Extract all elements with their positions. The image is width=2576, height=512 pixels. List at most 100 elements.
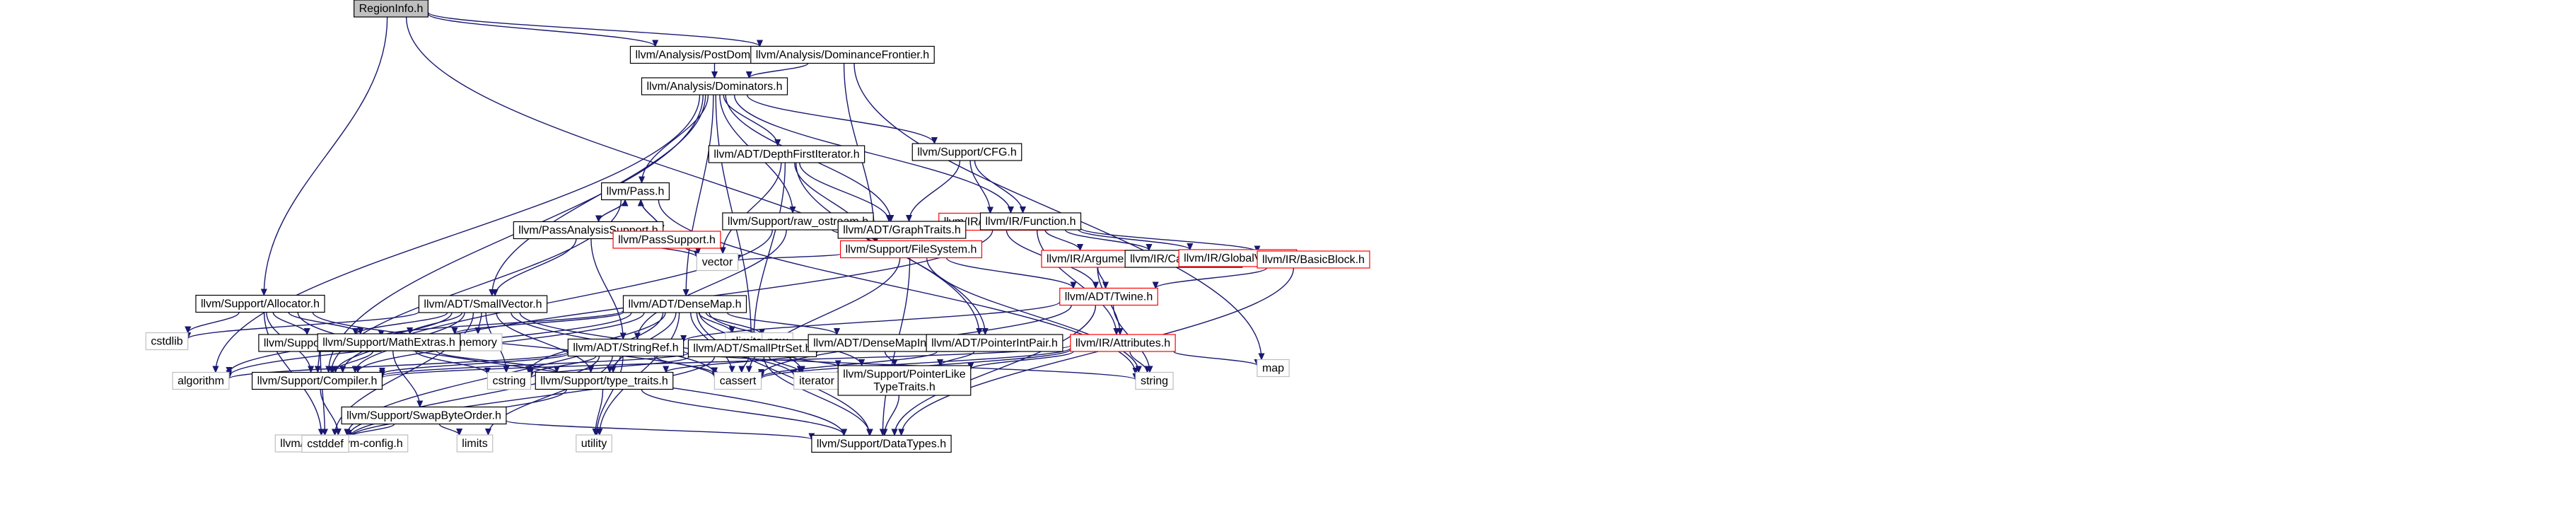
node-label: llvm/Support/SwapByteOrder.h <box>346 410 501 422</box>
node-basicblock[interactable]: llvm/IR/BasicBlock.h <box>1257 250 1370 269</box>
node-twine[interactable]: llvm/ADT/Twine.h <box>1059 287 1158 306</box>
node-allocator[interactable]: llvm/Support/Allocator.h <box>195 294 325 313</box>
node-reginfo[interactable]: RegionInfo.h <box>354 0 429 18</box>
node-box <box>622 295 747 313</box>
edge-smallptrset-to-datatypes <box>763 356 870 436</box>
node-cfg[interactable]: llvm/Support/CFG.h <box>911 143 1022 161</box>
edge-filesystem-to-twine <box>945 257 1073 289</box>
node-box <box>317 333 461 351</box>
edge-attributes-to-string <box>1129 351 1148 373</box>
node-stringref[interactable]: llvm/ADT/StringRef.h <box>567 338 684 357</box>
node-attributes[interactable]: llvm/IR/Attributes.h <box>1070 334 1176 352</box>
edge-attributes-to-pointerliketypetraits <box>971 351 1074 369</box>
edge-pointerliketypetraits-to-datatypes <box>885 395 900 436</box>
edge-passanalysis-to-stringref <box>590 238 623 339</box>
edge-dominators-to-cfg <box>746 94 935 144</box>
node-filesystem[interactable]: llvm/Support/FileSystem.h <box>839 240 983 259</box>
edge-passanalysis-to-smallvector <box>495 238 577 296</box>
edge-dominators-to-algorithm <box>216 94 701 373</box>
edge-smallvector-to-typetraits <box>496 312 591 373</box>
node-box <box>708 145 866 163</box>
node-box <box>1257 359 1290 378</box>
node-cassert[interactable]: cassert <box>713 371 762 390</box>
node-label: llvm/Analysis/DominanceFrontier.h <box>756 50 929 62</box>
node-passsupport[interactable]: llvm/PassSupport.h <box>612 231 721 249</box>
edge-cfg-to-graphtraits <box>909 160 961 221</box>
edge-function-to-globalvalue <box>1078 229 1190 250</box>
node-densemap[interactable]: llvm/ADT/DenseMap.h <box>622 295 747 313</box>
edge-attributes-to-map <box>1173 351 1257 366</box>
node-label: llvm/IR/Argument.h <box>1047 253 1143 265</box>
node-box <box>251 371 383 390</box>
node-box <box>301 434 349 453</box>
node-pointerintpair[interactable]: llvm/ADT/PointerIntPair.h <box>926 334 1063 352</box>
node-limits[interactable]: limits <box>456 434 494 453</box>
node-box <box>687 339 817 358</box>
edge-function-to-attributes <box>1036 229 1117 334</box>
node-mathextras[interactable]: llvm/Support/MathExtras.h <box>317 333 461 351</box>
node-label: iterator <box>799 376 834 388</box>
node-label: llvm/ADT/StringRef.h <box>573 342 678 354</box>
node-label: llvm/ADT/Twine.h <box>1065 291 1153 303</box>
node-function[interactable]: llvm/IR/Function.h <box>979 212 1082 231</box>
node-label: llvm/ADT/DenseMapInfo.h <box>813 337 945 349</box>
node-utility[interactable]: utility <box>576 434 612 453</box>
node-label: llvm/IR/Function.h <box>985 216 1076 228</box>
node-cstddef[interactable]: cstddef <box>301 434 349 453</box>
edge-function-to-argument <box>1044 229 1080 250</box>
node-graphtraits[interactable]: llvm/ADT/GraphTraits.h <box>837 221 967 239</box>
node-label: llvm/Support/DataTypes.h <box>817 438 946 450</box>
node-label: llvm/Support/FileSystem.h <box>846 244 977 256</box>
node-box <box>713 371 762 390</box>
edge-stringref-to-typetraits <box>610 356 621 373</box>
node-box <box>354 0 429 18</box>
edge-twine-to-datatypes <box>894 305 1097 436</box>
edge-allocator-to-cstdlib <box>188 312 240 333</box>
edge-dominators-to-densemap <box>686 94 714 296</box>
node-vector[interactable]: vector <box>696 252 739 272</box>
node-dominators[interactable]: llvm/Analysis/Dominators.h <box>641 77 788 95</box>
node-box <box>811 434 952 453</box>
edge-typetraits-to-utility <box>595 389 604 436</box>
edge-reginfo-to-allocator <box>264 16 388 296</box>
node-compiler[interactable]: llvm/Support/Compiler.h <box>251 371 383 390</box>
node-box <box>456 434 494 453</box>
edge-smallptrset-to-cstddef <box>349 356 716 439</box>
node-depthfirst[interactable]: llvm/ADT/DepthFirstIterator.h <box>708 145 866 163</box>
node-pass[interactable]: llvm/Pass.h <box>601 182 670 201</box>
node-box <box>1257 250 1370 269</box>
node-swapbyteorder[interactable]: llvm/Support/SwapByteOrder.h <box>341 406 507 425</box>
node-box <box>837 221 967 239</box>
edge-cfg-to-instrtypes <box>969 160 990 214</box>
node-smallvector[interactable]: llvm/ADT/SmallVector.h <box>418 295 548 313</box>
node-cstdlib[interactable]: cstdlib <box>145 332 189 351</box>
edge-alignof-to-compiler <box>317 351 319 373</box>
node-label: RegionInfo.h <box>359 3 424 15</box>
node-box <box>418 295 548 313</box>
node-label: limits <box>462 438 487 450</box>
node-label: llvm/PassSupport.h <box>618 234 716 246</box>
node-box <box>839 240 983 259</box>
node-label: string <box>1141 376 1168 388</box>
nodes-layer: RegionInfo.hllvm/Analysis/PostDominators… <box>145 0 1370 453</box>
edge-basicblock-to-twine <box>1155 267 1268 289</box>
edge-allocator-to-alignof <box>272 312 307 335</box>
node-typetraits[interactable]: llvm/Support/type_traits.h <box>535 371 674 390</box>
node-domfront[interactable]: llvm/Analysis/DominanceFrontier.h <box>750 45 935 64</box>
node-label: cassert <box>720 376 757 388</box>
node-string[interactable]: string <box>1135 371 1174 390</box>
node-cstring[interactable]: cstring <box>486 371 532 390</box>
node-datatypes[interactable]: llvm/Support/DataTypes.h <box>811 434 952 453</box>
edge-passanalysis-to-pass <box>598 200 625 222</box>
edge-attributes-to-cassert <box>762 347 1071 378</box>
node-algorithm[interactable]: algorithm <box>172 371 230 390</box>
node-label: llvm/ADT/PointerIntPair.h <box>931 337 1058 349</box>
node-smallptrset[interactable]: llvm/ADT/SmallPtrSet.h <box>687 339 817 358</box>
edge-dominators-to-depthfirst <box>723 94 778 146</box>
edge-depthfirst-to-smallptrset <box>754 162 786 340</box>
edge-pointerintpair-to-pointerliketypetraits <box>940 351 975 366</box>
edge-reginfo-to-pointerintpair <box>405 16 979 334</box>
node-map[interactable]: map <box>1257 359 1290 378</box>
node-iterator[interactable]: iterator <box>793 371 840 390</box>
